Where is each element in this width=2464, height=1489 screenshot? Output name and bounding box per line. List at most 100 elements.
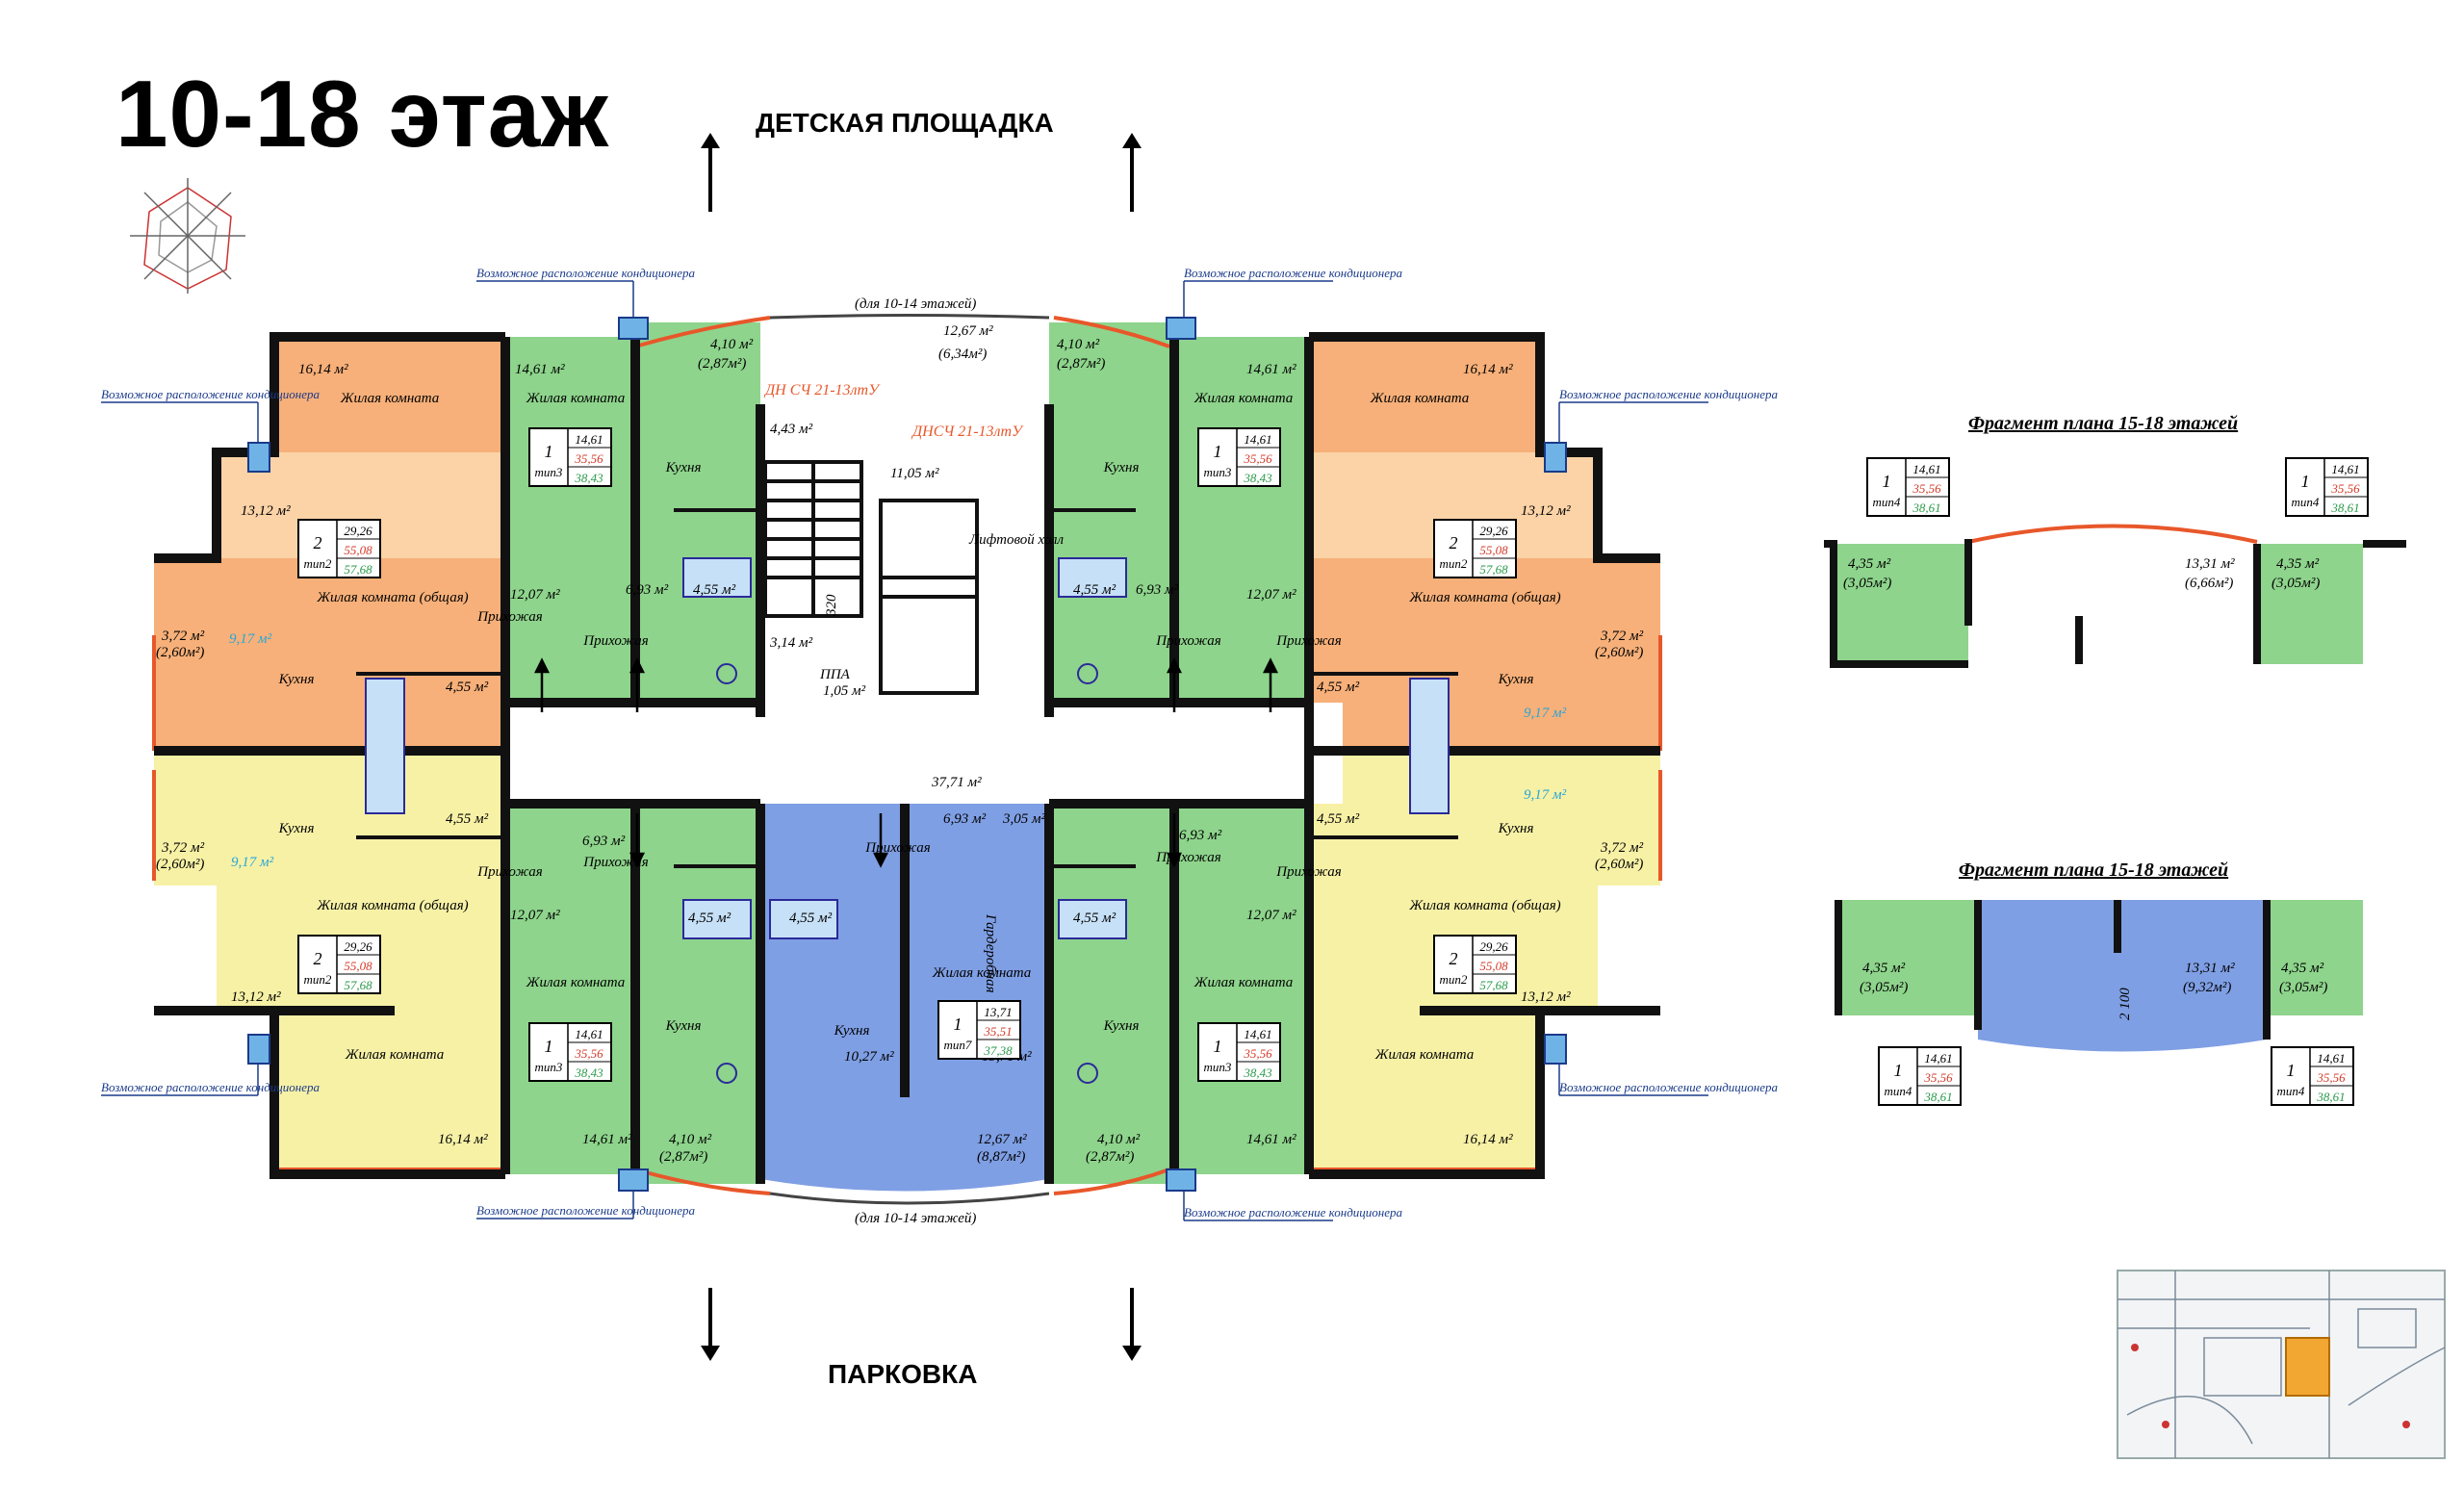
area-label: 12,07 м²	[510, 908, 560, 923]
room-label: Прихожая	[582, 855, 648, 870]
apartment-living-area: 14,61	[2331, 462, 2359, 476]
apartment-total-with-balcony: 38,43	[574, 471, 603, 485]
dimension-label: 320	[824, 594, 839, 617]
area-label: 4,55 м²	[1073, 582, 1116, 598]
fragment-title: Фрагмент плана 15-18 этажей	[1968, 413, 2238, 434]
area-label: 4,35 м²	[1862, 961, 1906, 976]
apartment-rooms: 1	[1894, 1061, 1903, 1080]
room-label: Кухня	[1498, 672, 1534, 687]
apartment-total-with-balcony: 38,61	[1912, 501, 1940, 515]
room-label: Кухня	[665, 460, 702, 475]
apartment-type: тип3	[535, 465, 563, 479]
area-label: 10,27 м²	[844, 1049, 894, 1065]
ac-note: Возможное расположение кондиционера	[476, 266, 695, 280]
area-label: (3,05м²)	[1860, 980, 1908, 995]
lift-hall-label: Лифтовой холл	[968, 532, 1064, 548]
area-label: 13,12 м²	[1521, 503, 1571, 519]
area-label: 4,55 м²	[1073, 911, 1116, 926]
apartment-type: тип2	[304, 972, 332, 987]
area-label: 12,07 м²	[1246, 587, 1296, 603]
room-label: Кухня	[278, 821, 315, 836]
apartment-living-area: 29,26	[344, 524, 372, 538]
room-label: Прихожая	[1155, 633, 1220, 649]
area-label: (6,66м²)	[2185, 576, 2233, 591]
area-label: (2,87м²)	[659, 1149, 707, 1165]
area-label: 37,71 м²	[931, 775, 982, 790]
corridor-arrows	[533, 657, 1279, 868]
apartment-total-with-balcony: 57,68	[344, 562, 372, 577]
apartment-rooms: 1	[2301, 472, 2310, 491]
room-label: Прихожая	[864, 840, 930, 856]
room-label: Жилая комната (общая)	[1408, 898, 1560, 913]
room-label: Жилая комната	[1370, 391, 1470, 406]
area-label: 16,14 м²	[1463, 362, 1513, 377]
area-label: 4,55 м²	[446, 811, 489, 827]
bathroom-fixtures	[365, 557, 1450, 1084]
room-label: Жилая комната	[526, 975, 626, 990]
direction-bottom-label: ПАРКОВКА	[828, 1359, 978, 1389]
area-label: (2,87м²)	[698, 356, 746, 372]
area-label: 4,35 м²	[1848, 556, 1891, 572]
area-label: 1,05 м²	[823, 683, 866, 699]
area-label: (3,05м²)	[2272, 576, 2320, 591]
apartment-rooms: 1	[1883, 472, 1891, 491]
apartment-type: тип4	[2292, 495, 2320, 509]
room-label: Кухня	[1103, 1018, 1140, 1034]
room-label: Жилая комната (общая)	[316, 898, 468, 913]
wardrobe-label: Гардеробная	[983, 913, 998, 993]
room-label: Кухня	[1103, 460, 1140, 475]
room-label: Жилая комната (общая)	[316, 590, 468, 605]
area-label: 12,67 м²	[943, 323, 993, 339]
area-label: 4,55 м²	[693, 582, 736, 598]
floors-note: (для 10-14 этажей)	[855, 296, 976, 312]
thin-walls	[356, 460, 1458, 868]
area-label: 12,67 м²	[977, 1132, 1027, 1147]
apartment-rooms: 1	[545, 442, 553, 461]
room-label: Жилая комната	[1194, 391, 1294, 406]
area-label: 6,93 м²	[1179, 828, 1222, 843]
area-label: 13,12 м²	[1521, 989, 1571, 1005]
apartment-living-area: 14,61	[575, 1027, 603, 1041]
room-label: Жилая комната	[345, 1047, 445, 1063]
area-label: (8,87м²)	[977, 1149, 1025, 1165]
apartment-total-with-balcony: 38,43	[1243, 1065, 1272, 1080]
direction-arrows	[701, 133, 1142, 1361]
room-label: Прихожая	[476, 609, 542, 625]
ac-units	[247, 317, 1567, 1192]
area-label: 3,72 м²	[1600, 629, 1644, 644]
area-label: 16,14 м²	[298, 362, 348, 377]
apartment-type: тип2	[1440, 972, 1468, 987]
apartment-total-area: 55,08	[1479, 959, 1508, 973]
area-label: 3,05 м²	[1002, 811, 1046, 827]
area-label: 14,61 м²	[515, 362, 565, 377]
compass-rose	[130, 178, 245, 294]
apartment-type: тип4	[1873, 495, 1901, 509]
page-title: 10-18 этаж	[116, 61, 609, 167]
apartment-total-area: 35,51	[983, 1024, 1012, 1039]
fragment-top: Фрагмент плана 15-18 этажей 4,35 м² (3,0…	[1824, 413, 2406, 668]
area-label: 4,10 м²	[710, 337, 754, 352]
room-label: Жилая комната (общая)	[1408, 590, 1560, 605]
area-label: 4,55 м²	[688, 911, 732, 926]
area-label: 11,05 м²	[890, 466, 939, 481]
apartment-total-with-balcony: 38,43	[574, 1065, 603, 1080]
area-label: 4,10 м²	[1097, 1132, 1141, 1147]
area-label: 9,17 м²	[1524, 706, 1567, 721]
area-label: (2,87м²)	[1086, 1149, 1134, 1165]
area-label: (6,34м²)	[938, 347, 987, 362]
ac-note: Возможное расположение кондиционера	[1184, 1205, 1402, 1219]
area-label: 3,72 м²	[161, 840, 205, 856]
apartment-total-area: 35,56	[2330, 481, 2360, 496]
apartment-rooms: 1	[954, 1014, 962, 1034]
ac-note: Возможное расположение кондиционера	[101, 1080, 320, 1094]
room-label: Прихожая	[476, 864, 542, 880]
apartment-rooms: 2	[314, 533, 322, 552]
